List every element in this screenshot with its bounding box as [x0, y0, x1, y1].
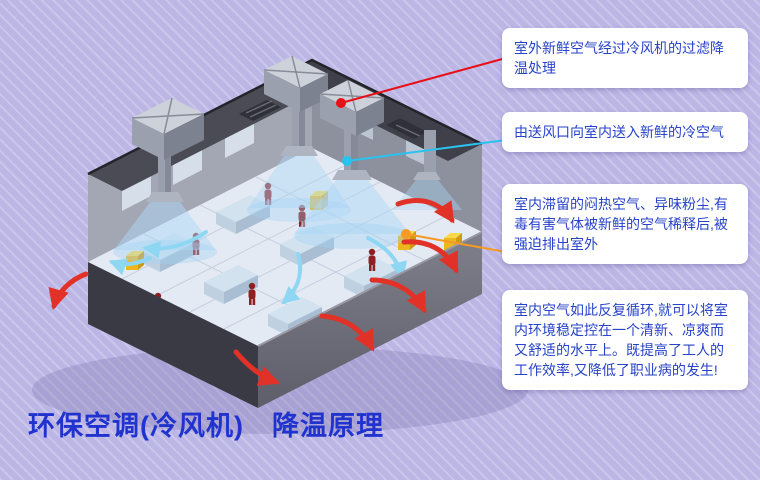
connector-line-fresh-air: [340, 57, 507, 104]
roof-cooling-unit: [131, 97, 205, 160]
callout-text: 室内空气如此反复循环,就可以将室内环境稳定控在一个清新、凉爽而又舒适的水平上。既…: [514, 302, 728, 378]
roof-vent-grilles: [239, 100, 428, 139]
callout-forced-exhaust: 室内滞留的闷热空气、异味粉尘,有毒有害气体被新鲜的空气稀释后,被强迫排出室外: [502, 184, 748, 264]
wall-window: [225, 121, 254, 158]
wall-window: [122, 174, 151, 211]
callout-air-circulation: 室内空气如此反复循环,就可以将室内环境稳定控在一个清新、凉爽而又舒适的水平上。既…: [502, 290, 748, 390]
roof-cooling-unit: [319, 79, 385, 136]
roof-cooling-unit: [263, 55, 329, 112]
page-title: 环保空调(冷风机) 降温原理: [28, 411, 384, 441]
connector-dot-supply: [342, 156, 352, 166]
connector-line-exhaust: [405, 233, 507, 253]
indoor-air-arrows: [108, 230, 408, 305]
connector-dot-exhaust: [401, 229, 411, 239]
exhaust-air-arrows: [48, 198, 459, 386]
connector-line-supply: [346, 139, 507, 162]
callout-text: 室内滞留的闷热空气、异味粉尘,有毒有害气体被新鲜的空气稀释后,被强迫排出室外: [514, 196, 728, 252]
connector-dot-fresh-air: [336, 98, 346, 108]
callout-supply-vent: 由送风口向室内送入新鲜的冷空气: [502, 112, 748, 152]
callout-outdoor-fresh-air: 室外新鲜空气经过冷风机的过滤降温处理: [502, 28, 748, 88]
roof-cooling-units: [131, 55, 385, 160]
callout-text: 由送风口向室内送入新鲜的冷空气: [514, 124, 724, 140]
callout-text: 室外新鲜空气经过冷风机的过滤降温处理: [514, 40, 724, 76]
wall-window: [173, 148, 202, 185]
